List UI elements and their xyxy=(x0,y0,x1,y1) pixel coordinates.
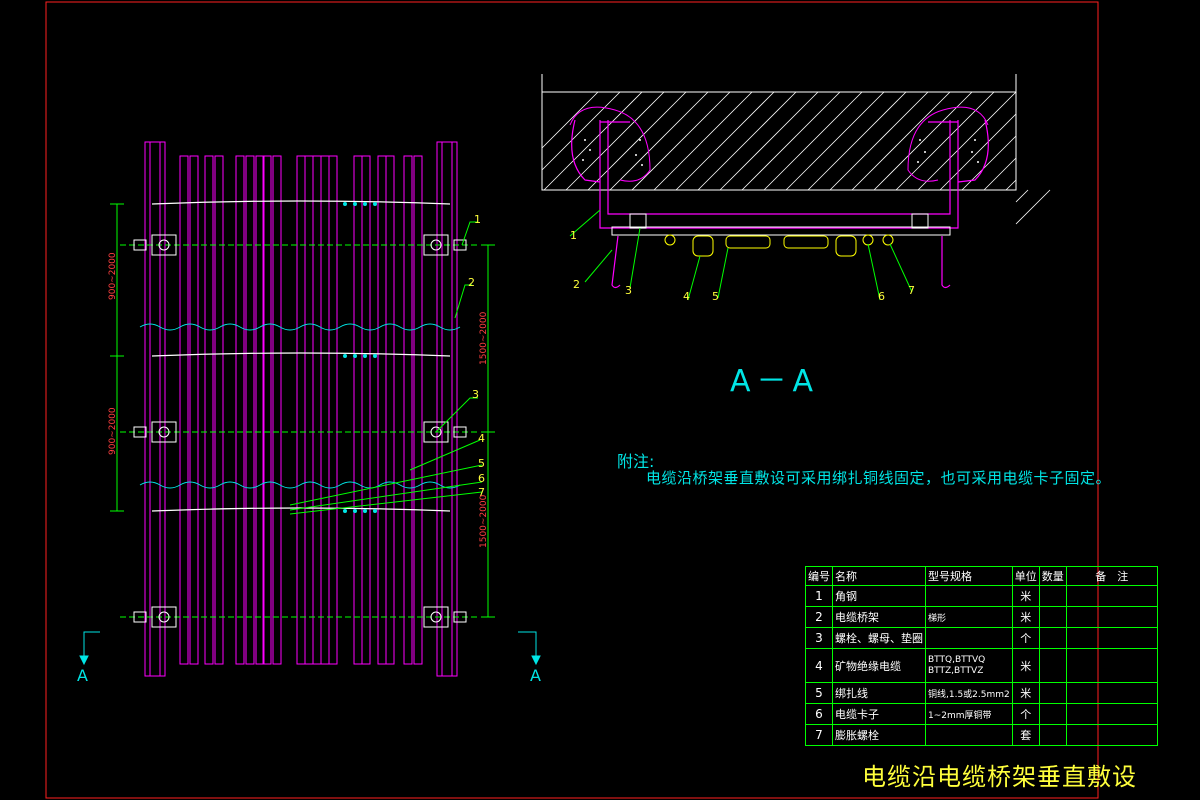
table-cell: 套 xyxy=(1011,724,1040,746)
section-callout-2: 2 xyxy=(573,278,580,291)
table-cell: 铜线,1.5或2.5mm2 xyxy=(925,682,1013,704)
table-cell xyxy=(1065,627,1158,649)
table-cell: 矿物绝缘电缆 xyxy=(832,648,926,683)
table-cell xyxy=(1038,703,1067,725)
cut-mark-right: A xyxy=(530,666,541,685)
table-header-cell: 名称 xyxy=(832,566,926,586)
section-label: A－A xyxy=(730,364,820,399)
plan-view xyxy=(79,141,541,677)
table-cell xyxy=(1038,724,1067,746)
dimension-upper-right: 1500~2000 xyxy=(479,311,489,365)
table-cell xyxy=(1065,682,1158,704)
drawing-title: 电缆沿电缆桥架垂直敷设 xyxy=(862,763,1137,791)
table-cell: 米 xyxy=(1011,606,1040,628)
table-header-cell: 型号规格 xyxy=(925,566,1013,586)
table-cell xyxy=(1065,585,1158,607)
section-callout-3: 3 xyxy=(625,284,632,297)
plan-callout-3: 3 xyxy=(472,388,479,401)
section-callout-7: 7 xyxy=(908,284,915,297)
table-cell: 梯形 xyxy=(925,606,1013,628)
plan-callout-1: 1 xyxy=(474,213,481,226)
table-cell: 角钢 xyxy=(832,585,926,607)
table-cell xyxy=(1038,648,1067,683)
table-header-cell: 数量 xyxy=(1038,566,1067,586)
tie-wires xyxy=(151,200,451,512)
table-cell: BTTQ,BTTVQ BTTZ,BTTVZ xyxy=(925,648,1013,683)
section-callout-5: 5 xyxy=(712,290,719,303)
dimension-lower-right: 1500~2000 xyxy=(479,494,489,548)
table-cell xyxy=(925,627,1013,649)
table-cell xyxy=(1038,627,1067,649)
table-cell xyxy=(1038,585,1067,607)
note-title: 附注: xyxy=(617,452,655,471)
table-cell: 5 xyxy=(805,682,833,704)
table-header-cell: 单位 xyxy=(1011,566,1040,586)
table-cell: 2 xyxy=(805,606,833,628)
plan-callout-7: 7 xyxy=(478,486,485,499)
table-cell: 绑扎线 xyxy=(832,682,926,704)
section-cables xyxy=(664,234,894,257)
table-cell xyxy=(1065,703,1158,725)
table-cell: 个 xyxy=(1011,627,1040,649)
note-body: 电缆沿桥架垂直敷设可采用绑扎铜线固定，也可采用电缆卡子固定。 xyxy=(646,469,1112,487)
table-cell: 4 xyxy=(805,648,833,683)
cable-bundle xyxy=(179,155,423,665)
table-header-cell: 备 注 xyxy=(1065,566,1158,586)
table-cell: 电缆桥架 xyxy=(832,606,926,628)
table-cell: 1~2mm厚铜带 xyxy=(925,703,1013,725)
table-cell: 3 xyxy=(805,627,833,649)
table-cell: 米 xyxy=(1011,682,1040,704)
table-header-row: 编号 名称 型号规格 单位 数量 备 注 xyxy=(805,566,1158,586)
table-cell xyxy=(1065,648,1158,683)
table-cell: 1 xyxy=(805,585,833,607)
section-callout-6: 6 xyxy=(878,290,885,303)
bolt-brackets xyxy=(133,234,467,628)
table-cell: 螺栓、螺母、垫圈 xyxy=(832,627,926,649)
table-header-cell: 编号 xyxy=(805,566,833,586)
table-cell: 米 xyxy=(1011,648,1040,683)
table-cell: 膨胀螺栓 xyxy=(832,724,926,746)
table-cell: 7 xyxy=(805,724,833,746)
table-cell xyxy=(1065,606,1158,628)
section-view xyxy=(541,74,1051,301)
table-cell xyxy=(1065,724,1158,746)
plan-callout-5: 5 xyxy=(478,457,485,470)
table-cell: 6 xyxy=(805,703,833,725)
plan-callout-2: 2 xyxy=(468,276,475,289)
table-cell: 电缆卡子 xyxy=(832,703,926,725)
table-cell: 米 xyxy=(1011,585,1040,607)
dimension-upper-left: 900~2000 xyxy=(108,252,118,300)
table-cell xyxy=(1038,606,1067,628)
table-cell xyxy=(925,724,1013,746)
table-cell: 个 xyxy=(1011,703,1040,725)
section-callout-1: 1 xyxy=(570,229,577,242)
table-cell xyxy=(1038,682,1067,704)
drawing-frame xyxy=(45,1,1099,799)
table-cell xyxy=(925,585,1013,607)
plan-callout-4: 4 xyxy=(478,432,485,445)
cut-mark-left: A xyxy=(77,666,88,685)
plan-callout-6: 6 xyxy=(478,472,485,485)
section-callout-4: 4 xyxy=(683,290,690,303)
dimension-lower-left: 900~2000 xyxy=(108,407,118,455)
